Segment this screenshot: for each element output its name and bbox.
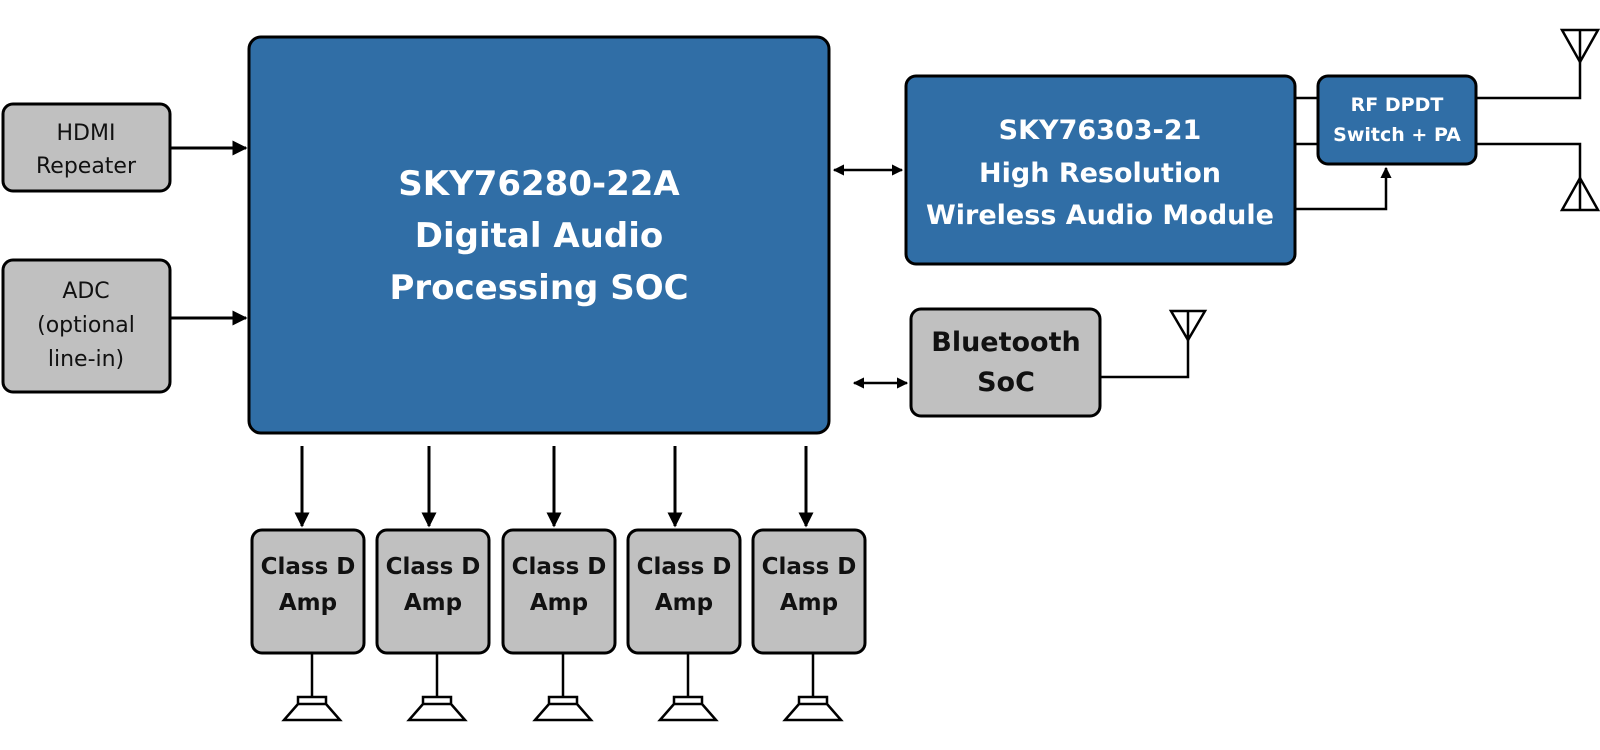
rf-switch-block: RF DPDT Switch + PA	[1316, 74, 1478, 166]
class-d-amp-block: Class D Amp	[501, 528, 617, 655]
class-d-amp-label-1: Class D	[762, 554, 857, 580]
rf-to-antenna-top-line	[1476, 62, 1582, 100]
class-d-amp-shape	[250, 528, 366, 655]
bluetooth-label-1: Bluetooth	[931, 327, 1081, 358]
wireless-to-rf-control-arrow	[1295, 166, 1392, 211]
antenna-icon	[1559, 28, 1600, 65]
bluetooth-soc-block: Bluetooth SoC	[909, 307, 1102, 418]
class-d-amp-label-2: Amp	[780, 590, 838, 616]
rf-to-antenna-bottom-line	[1476, 142, 1582, 180]
class-d-amp-block: Class D Amp	[250, 528, 366, 655]
antenna-icon	[1168, 309, 1208, 343]
adc-block: ADC (optional line-in)	[1, 258, 172, 394]
adc-label-1: ADC	[62, 279, 109, 304]
speaker-icon	[532, 695, 594, 722]
class-d-amp-label-1: Class D	[386, 554, 481, 580]
class-d-amp-label-2: Amp	[279, 590, 337, 616]
speaker-icon	[281, 695, 343, 722]
speaker-icon	[657, 695, 719, 722]
class-d-amp-label-2: Amp	[404, 590, 462, 616]
speaker-icon	[406, 695, 468, 722]
rf-switch-label-1: RF DPDT	[1351, 94, 1444, 116]
adc-label-3: line-in)	[48, 347, 124, 372]
rf-switch-label-2: Switch + PA	[1333, 124, 1461, 146]
soc-subtitle-2: Processing SOC	[389, 268, 688, 308]
soc-block: SKY76280-22A Digital Audio Processing SO…	[247, 35, 831, 435]
class-d-amp-shape	[501, 528, 617, 655]
wireless-title: SKY76303-21	[999, 115, 1202, 146]
class-d-amp-shape	[751, 528, 867, 655]
hdmi-label-1: HDMI	[57, 121, 116, 146]
class-d-amp-label-1: Class D	[637, 554, 732, 580]
class-d-amp-label-2: Amp	[530, 590, 588, 616]
class-d-amp-group: Class D Amp Class D Amp Class D Amp Class D Amp…	[250, 446, 867, 722]
class-d-amp-label-1: Class D	[261, 554, 356, 580]
bluetooth-soc-shape	[909, 307, 1102, 418]
wireless-module-block: SKY76303-21 High Resolution Wireless Aud…	[904, 74, 1297, 266]
class-d-amp-shape	[375, 528, 491, 655]
bluetooth-label-2: SoC	[977, 367, 1035, 398]
class-d-amp-block: Class D Amp	[375, 528, 491, 655]
soc-subtitle-1: Digital Audio	[415, 216, 663, 256]
speaker-icon	[782, 695, 844, 722]
class-d-amp-label-1: Class D	[512, 554, 607, 580]
hdmi-repeater-block: HDMI Repeater	[1, 102, 172, 193]
adc-label-2: (optional	[37, 313, 135, 338]
class-d-amp-shape	[626, 528, 742, 655]
class-d-amp-label-2: Amp	[655, 590, 713, 616]
wireless-subtitle-1: High Resolution	[979, 158, 1221, 189]
soc-title: SKY76280-22A	[398, 164, 680, 204]
class-d-amp-block: Class D Amp	[751, 528, 867, 655]
soc-block-shape	[247, 35, 831, 435]
wireless-subtitle-2: Wireless Audio Module	[926, 200, 1274, 231]
rf-switch-shape	[1316, 74, 1478, 166]
class-d-amp-block: Class D Amp	[626, 528, 742, 655]
bluetooth-to-antenna-line	[1100, 340, 1190, 379]
adc-shape	[1, 258, 172, 394]
antenna-icon	[1559, 175, 1600, 212]
wireless-module-shape	[904, 74, 1297, 266]
hdmi-label-2: Repeater	[36, 154, 137, 179]
